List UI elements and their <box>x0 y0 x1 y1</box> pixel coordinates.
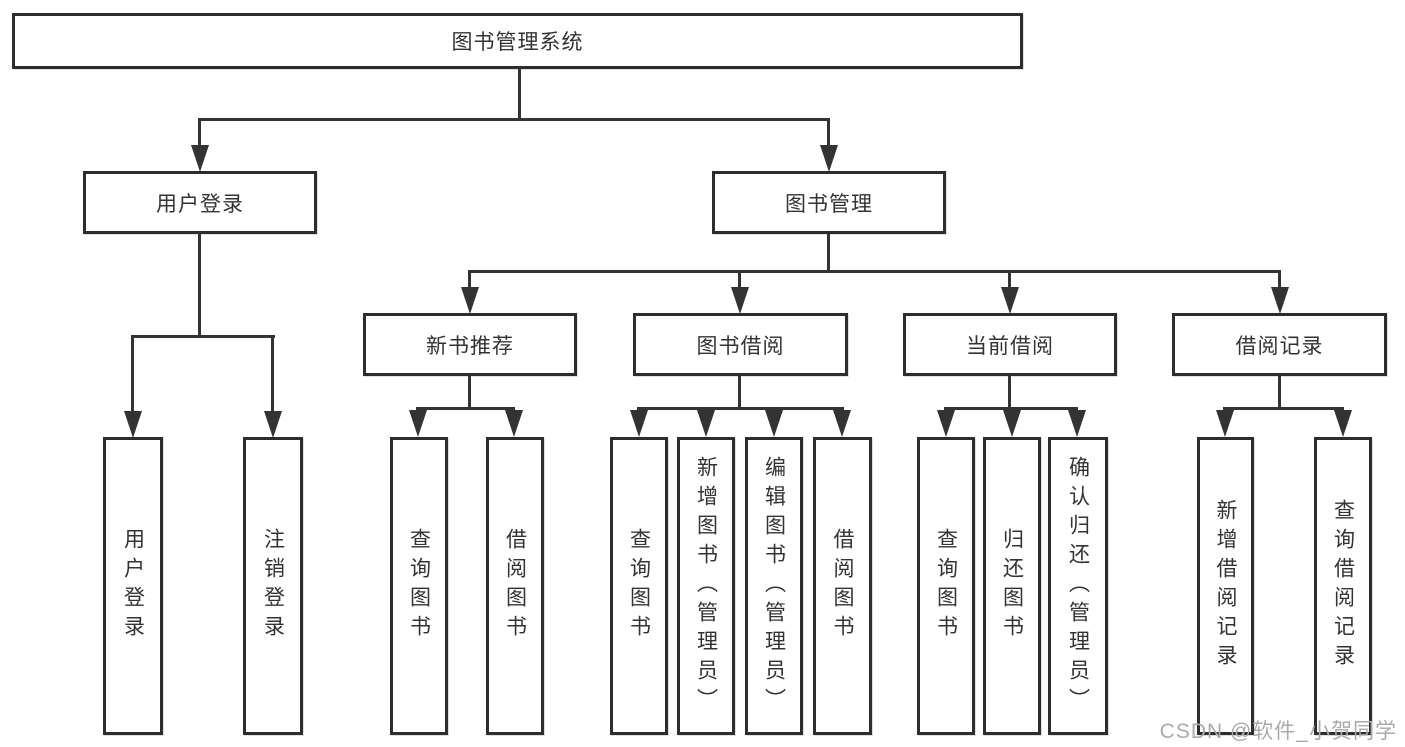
connector-to-book-borrow <box>738 270 741 290</box>
node-user-login-label: 用户登录 <box>156 192 244 216</box>
leaf-cb-query-books-label: 查询图书 <box>934 528 958 644</box>
arrowhead-current-borrow <box>1001 287 1019 314</box>
arrowhead-user-login <box>191 145 209 172</box>
connector-cb-stub <box>1008 376 1011 410</box>
leaf-user-login-label: 用户登录 <box>121 528 145 644</box>
leaf-bb-query-books-label: 查询图书 <box>627 528 651 644</box>
connector-to-leaf-user-login <box>131 335 134 413</box>
connector-user-login-stub <box>198 233 201 338</box>
arrowhead-leaf-bb2 <box>697 410 715 437</box>
arrowhead-book-borrow <box>731 287 749 314</box>
leaf-br-query-borrow-record: 查询借阅记录 <box>1314 437 1372 735</box>
leaf-nbr-query-books-label: 查询图书 <box>407 528 431 644</box>
node-root: 图书管理系统 <box>12 13 1023 69</box>
node-new-book-recommend-label: 新书推荐 <box>426 334 514 358</box>
csdn-watermark: CSDN @软件_小贺同学 <box>1159 720 1397 743</box>
arrowhead-borrow-records <box>1271 287 1289 314</box>
connector-to-user-login <box>198 118 201 147</box>
leaf-cb-confirm-return-admin-label: 确认归还（管理员） <box>1066 455 1090 717</box>
leaf-bb-add-books-admin: 新增图书（管理员） <box>677 437 735 735</box>
arrowhead-leaf-nbr2 <box>505 410 523 437</box>
leaf-nbr-borrow-books: 借阅图书 <box>486 437 544 735</box>
arrowhead-leaf-cb1 <box>937 410 955 437</box>
connector-book-management-stub <box>827 234 830 273</box>
node-current-borrow: 当前借阅 <box>903 313 1117 376</box>
arrowhead-leaf-nbr1 <box>409 410 427 437</box>
leaf-logout-label: 注销登录 <box>261 528 285 644</box>
leaf-cb-return-books-label: 归还图书 <box>1000 528 1024 644</box>
node-book-management-label: 图书管理 <box>785 192 873 216</box>
leaf-nbr-borrow-books-label: 借阅图书 <box>503 528 527 644</box>
node-book-management: 图书管理 <box>712 171 946 234</box>
connector-to-current-borrow <box>1008 270 1011 290</box>
connector-to-borrow-records <box>1278 270 1281 290</box>
arrowhead-leaf-bb4 <box>833 410 851 437</box>
leaf-logout: 注销登录 <box>243 437 303 735</box>
leaf-br-query-borrow-record-label: 查询借阅记录 <box>1331 499 1355 673</box>
leaf-cb-query-books: 查询图书 <box>917 437 975 735</box>
arrowhead-book-management <box>820 145 838 172</box>
arrowhead-leaf-cb2 <box>1003 410 1021 437</box>
arrowhead-leaf-bb1 <box>630 410 648 437</box>
arrowhead-leaf-br2 <box>1334 410 1352 437</box>
arrowhead-leaf-cb3 <box>1068 410 1086 437</box>
connector-level3-branch <box>468 270 1281 273</box>
leaf-bb-query-books: 查询图书 <box>610 437 668 735</box>
connector-level2-branch <box>198 118 830 121</box>
leaf-nbr-query-books: 查询图书 <box>390 437 448 735</box>
node-new-book-recommend: 新书推荐 <box>363 313 577 376</box>
connector-user-login-branch <box>131 335 275 338</box>
arrowhead-leaf-user-login <box>124 411 142 438</box>
connector-nbr-branch <box>416 407 515 410</box>
connector-bb-stub <box>738 376 741 410</box>
leaf-bb-borrow-books-label: 借阅图书 <box>831 528 854 644</box>
node-borrow-records-label: 借阅记录 <box>1235 334 1324 358</box>
leaf-bb-borrow-books: 借阅图书 <box>813 437 872 735</box>
node-user-login: 用户登录 <box>83 171 317 234</box>
connector-br-branch <box>1223 407 1344 410</box>
connector-root-stub <box>518 68 521 121</box>
arrowhead-new-book-recommend <box>461 287 479 314</box>
node-current-borrow-label: 当前借阅 <box>966 334 1054 358</box>
leaf-br-add-borrow-record: 新增借阅记录 <box>1197 437 1254 735</box>
leaf-cb-return-books: 归还图书 <box>983 437 1041 735</box>
node-root-label: 图书管理系统 <box>451 31 584 54</box>
arrowhead-leaf-logout <box>264 411 282 438</box>
leaf-bb-add-books-admin-label: 新增图书（管理员） <box>694 455 718 717</box>
node-book-borrow-label: 图书借阅 <box>696 334 785 358</box>
connector-to-book-management <box>827 118 830 147</box>
connector-nbr-stub <box>468 376 471 410</box>
leaf-cb-confirm-return-admin: 确认归还（管理员） <box>1048 437 1108 735</box>
connector-to-leaf-logout <box>271 335 274 413</box>
leaf-bb-edit-books-admin: 编辑图书（管理员） <box>745 437 803 735</box>
leaf-bb-edit-books-admin-label: 编辑图书（管理员） <box>762 455 786 717</box>
leaf-user-login: 用户登录 <box>103 437 163 735</box>
connector-to-new-book-recommend <box>468 270 471 290</box>
node-borrow-records: 借阅记录 <box>1172 313 1387 376</box>
arrowhead-leaf-bb3 <box>765 410 783 437</box>
node-book-borrow: 图书借阅 <box>633 313 848 376</box>
arrowhead-leaf-br1 <box>1216 410 1234 437</box>
leaf-br-add-borrow-record-label: 新增借阅记录 <box>1214 499 1237 673</box>
connector-bb-branch <box>637 407 844 410</box>
connector-br-stub <box>1278 376 1281 410</box>
